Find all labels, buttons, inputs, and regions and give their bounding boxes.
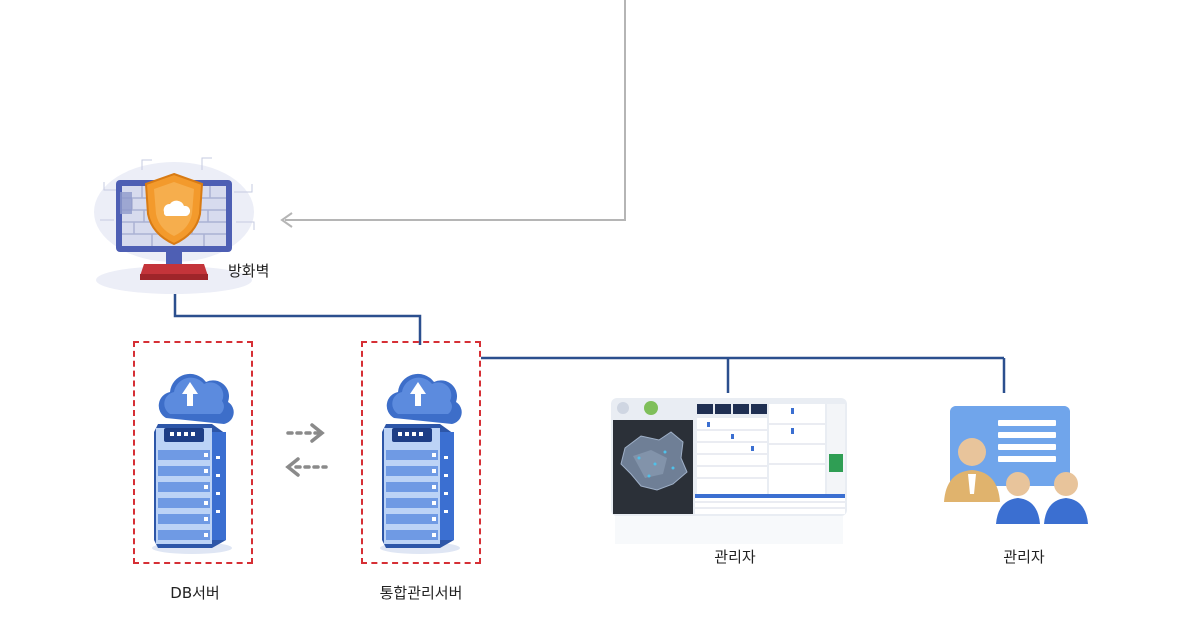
firewall-node — [92, 152, 262, 302]
firewall-to-server-line — [173, 282, 422, 345]
firewall-shield-icon — [94, 157, 255, 294]
incoming-connector — [285, 0, 626, 221]
cloud-server-icon — [380, 373, 462, 554]
admin-users-label: 관리자 — [1003, 548, 1045, 566]
integrated-server-label: 통합관리서버 — [379, 584, 463, 602]
sync-right-arrow — [286, 423, 325, 443]
admin-users-icon — [944, 406, 1088, 524]
db-server-label: DB서버 — [170, 584, 220, 602]
sync-left-arrow — [285, 457, 328, 477]
db-server-box — [133, 341, 253, 564]
firewall-label: 방화벽 — [228, 262, 270, 280]
cloud-server-icon — [152, 373, 234, 554]
integrated-server-box — [361, 341, 481, 564]
incoming-arrowhead — [280, 212, 293, 228]
dashboard-screenshot — [611, 398, 847, 544]
admin-dashboard-label: 관리자 — [714, 548, 756, 566]
